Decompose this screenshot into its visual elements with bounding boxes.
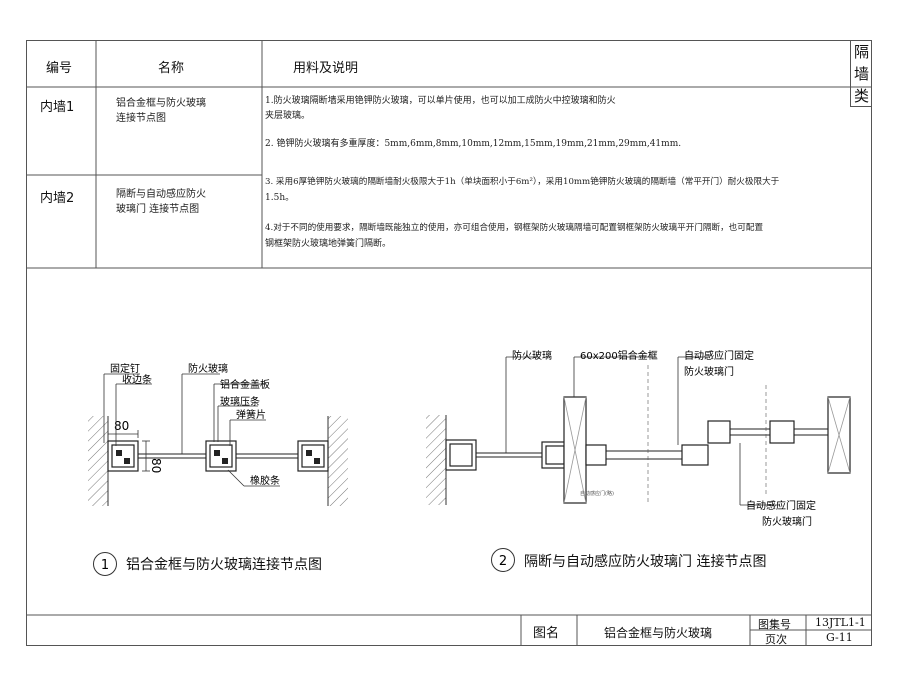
label-alu-frame: 60x200铝合金框 [580,349,658,362]
caption-1: 铝合金框与防火玻璃连接节点图 [126,557,322,573]
detail-drawing-1: 80 80 固定钉 收边条 防火玻璃 铝合金盖板 玻璃压条 弹簧片 橡胶条 [88,362,348,506]
label-auto-door-fixed: 自动感应门固定 [684,349,754,362]
label-edge-strip: 收边条 [122,373,152,386]
label-glass-bead: 玻璃压条 [220,395,260,408]
label-auto-door-fixed: 自动感应门固定 [746,499,816,512]
label-fire-glass-door: 防火玻璃门 [684,365,734,378]
dim-height: 80 [149,458,163,473]
wall-left [426,415,446,505]
detail-number-text: 1 [101,558,109,573]
page-label: 页次 [765,633,787,646]
detail-number-text: 2 [499,554,507,569]
row-name-line: 玻璃门 连接节点图 [116,204,200,215]
note-line: 2. 铯钾防火玻璃有多重厚度：5mm,6mm,8mm,10mm,12mm,15m… [265,139,682,149]
header-desc: 用料及说明 [293,61,359,76]
category-tab-char: 类 [853,87,869,105]
label-fire-glass: 防火玻璃 [188,362,228,375]
header-code: 编号 [46,61,73,76]
row-code: 内墙1 [40,100,75,115]
title-label: 图名 [533,626,560,641]
row-name: 隔断与自动感应防火 玻璃门 连接节点图 [116,187,206,217]
note-line: 3. 采用6厚铯钾防火玻璃的隔断墙耐火极限大于1h（单块面积小于6m²），采用1… [265,177,780,187]
small-note: 自动感应门(略) [580,490,614,497]
label-spring-piece: 弹簧片 [236,408,266,421]
wall-right [328,416,348,506]
row-name-line: 连接节点图 [116,113,166,124]
atlas-value: 13JTL1-1 [815,616,866,629]
label-fixing-nail: 固定钉 [110,362,140,375]
category-tab: 隔 墙 类 [850,41,872,107]
label-alu-cover: 铝合金盖板 [220,378,270,391]
page-value: G-11 [826,631,853,644]
detail-number-1: 1 [93,552,117,576]
caption-2: 隔断与自动感应防火玻璃门 连接节点图 [524,554,767,570]
note-line: 夹层玻璃。 [265,111,311,121]
row-name-line: 铝合金框与防火玻璃 [116,98,206,109]
row-name-line: 隔断与自动感应防火 [116,189,206,200]
note-line: 1.5h。 [265,193,295,203]
row-name: 铝合金框与防火玻璃 连接节点图 [116,96,206,126]
label-fire-glass-door: 防火玻璃门 [762,515,812,528]
drawing-frame [26,40,872,646]
row-code: 内墙2 [40,191,75,206]
note-line: 1.防火玻璃隔断墙采用铯钾防火玻璃，可以单片使用，也可以加工成防火中控玻璃和防火 [265,96,616,106]
note-line: 4.对于不同的使用要求，隔断墙既能独立的使用，亦可组合使用，钢框架防火玻璃隔墙可… [265,223,764,233]
atlas-label: 图集号 [758,618,791,631]
note-line: 钢框架防火玻璃地弹簧门隔断。 [265,239,392,249]
detail-drawing-2: 防火玻璃 60x200铝合金框 自动感应门固定 防火玻璃门 自动感应门固定 防火… [426,349,851,528]
category-tab-char: 隔 [853,43,869,61]
header-name: 名称 [158,61,185,76]
category-tab-char: 墙 [853,65,869,83]
detail-number-2: 2 [491,548,515,572]
label-fire-glass: 防火玻璃 [512,349,552,362]
wall-left [88,416,108,506]
dim-width: 80 [114,419,129,433]
title-text: 铝合金框与防火玻璃 [604,626,713,640]
label-rubber-strip: 橡胶条 [250,474,280,487]
